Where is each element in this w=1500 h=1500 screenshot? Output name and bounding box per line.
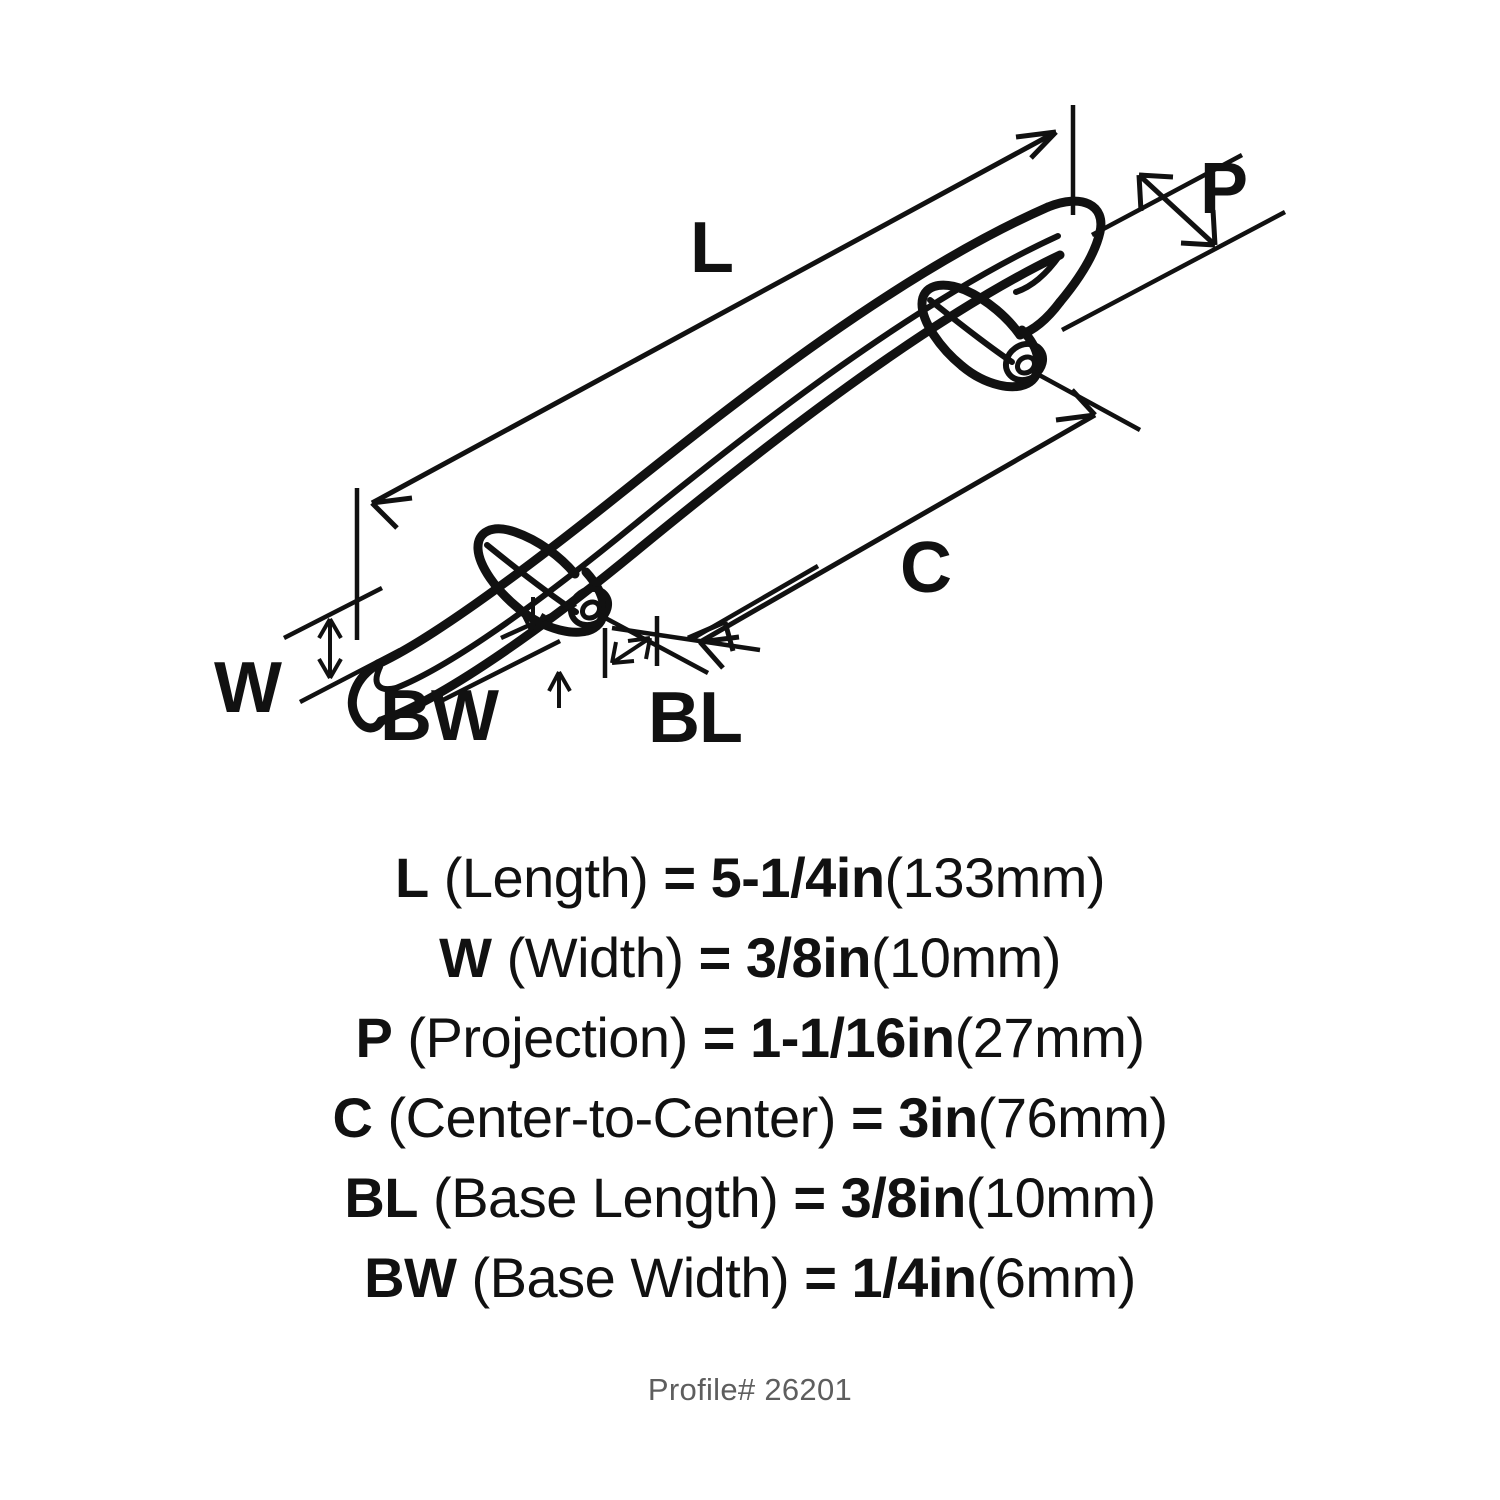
base-length-arrowhead-right: [627, 636, 652, 660]
spec-eq-width: =: [698, 926, 732, 989]
bar-top-edge: [373, 202, 1053, 669]
dimension-base-width: BW: [380, 597, 577, 756]
left-post-screw-hole: [579, 599, 603, 621]
center-extension-right: [1028, 368, 1142, 432]
length-arrowhead-left: [370, 495, 413, 530]
spec-row-base-length: BL (Base Length) = 3/8in(10mm): [0, 1158, 1500, 1238]
spec-row-width: W (Width) = 3/8in(10mm): [0, 918, 1500, 998]
projection-label: P: [1200, 149, 1247, 229]
profile-number: Profile# 26201: [647, 1372, 853, 1407]
projection-arrowhead-lower: [1180, 209, 1218, 248]
length-label: L: [690, 208, 733, 288]
spec-code-base-width: BW: [364, 1246, 457, 1309]
handle-bar: [347, 196, 1106, 733]
dimension-projection: P: [1060, 149, 1287, 332]
center-arrowhead-right: [1055, 388, 1097, 423]
specification-list: L (Length) = 5-1/4in(133mm) W (Width) = …: [0, 838, 1500, 1318]
width-label: W: [214, 648, 282, 728]
width-extension-upper: [282, 585, 384, 641]
base-width-label: BW: [380, 676, 499, 756]
spec-imperial-base-width: 1/4in: [851, 1246, 977, 1309]
base-width-leader: [441, 638, 562, 703]
base-length-arrowhead-left: [610, 641, 635, 665]
bar-left-cap: [347, 659, 386, 733]
spec-imperial-width: 3/8in: [745, 926, 872, 989]
dimension-width: W: [214, 585, 402, 728]
right-post-highlight: [927, 297, 1015, 365]
bar-left-cap-facet: [373, 664, 399, 692]
spec-imperial-base-length: 3/8in: [840, 1166, 967, 1229]
base-length-dimension-line: [610, 636, 652, 665]
spec-row-base-width: BW (Base Width) = 1/4in(6mm): [0, 1238, 1500, 1318]
spec-code-center-to-center: C: [332, 1086, 373, 1149]
spec-name-center-to-center: (Center-to-Center): [387, 1086, 836, 1149]
spec-name-projection: (Projection): [407, 1006, 688, 1069]
handle-technical-drawing: L P: [214, 105, 1287, 758]
width-arrowhead-bottom: [317, 657, 343, 680]
spec-imperial-center-to-center: 3in: [898, 1086, 978, 1149]
dimension-base-length: BL: [602, 564, 820, 758]
projection-dimension-line: [1137, 173, 1217, 247]
spec-imperial-length: 5-1/4in: [710, 846, 885, 909]
spec-row-center-to-center: C (Center-to-Center) = 3in(76mm): [0, 1078, 1500, 1158]
center-extension-left: [594, 611, 710, 675]
spec-row-projection: P (Projection) = 1-1/16in(27mm): [0, 998, 1500, 1078]
bar-right-tail-inner: [1013, 252, 1063, 295]
spec-metric-length: (133mm): [884, 846, 1106, 909]
base-length-label: BL: [648, 678, 742, 758]
spec-eq-base-width: =: [804, 1246, 837, 1309]
left-post-end-face: [567, 585, 613, 629]
dimension-length: L: [354, 105, 1076, 640]
center-dimension-line: [698, 412, 1097, 645]
base-length-leader-tail: [688, 564, 820, 642]
projection-arrowhead-upper: [1136, 172, 1174, 212]
spec-metric-base-length: (10mm): [965, 1166, 1156, 1229]
spec-row-length: L (Length) = 5-1/4in(133mm): [0, 838, 1500, 918]
right-post-outline: [917, 280, 1025, 371]
spec-eq-center-to-center: =: [850, 1086, 884, 1149]
spec-code-projection: P: [355, 1006, 393, 1069]
spec-code-base-length: BL: [344, 1166, 418, 1229]
base-width-arrowhead: [521, 613, 546, 635]
bar-bottom-edge: [376, 250, 1065, 726]
left-post-outline: [473, 524, 580, 613]
base-width-leader-arrow: [547, 670, 572, 708]
bar-right-cap: [1043, 196, 1106, 307]
length-arrowhead-right: [1015, 129, 1058, 160]
spec-name-width: (Width): [506, 926, 684, 989]
spec-eq-projection: =: [702, 1006, 736, 1069]
spec-eq-length: =: [663, 846, 696, 909]
left-post-highlight: [484, 542, 579, 615]
width-extension-lower: [298, 648, 402, 704]
spec-metric-width: (10mm): [870, 926, 1061, 989]
spec-eq-base-length: =: [793, 1166, 826, 1229]
length-dimension-line: [370, 129, 1058, 506]
center-to-center-label: C: [900, 528, 951, 608]
spec-name-length: (Length): [443, 846, 649, 909]
spec-code-width: W: [439, 926, 492, 989]
spec-name-base-width: (Base Width): [471, 1246, 790, 1309]
left-post: [473, 524, 613, 637]
spec-metric-projection: (27mm): [954, 1006, 1145, 1069]
spec-metric-center-to-center: (76mm): [977, 1086, 1168, 1149]
projection-extension-upper: [1090, 153, 1244, 237]
right-post-end-face: [1002, 340, 1048, 384]
spec-imperial-projection: 1-1/16in: [750, 1006, 955, 1069]
handle-drawing-svg: L P: [214, 105, 1287, 758]
spec-code-length: L: [394, 846, 429, 909]
spec-metric-base-width: (6mm): [976, 1246, 1137, 1309]
width-arrowhead-top: [317, 617, 343, 640]
spec-name-base-length: (Base Length): [433, 1166, 779, 1229]
dimension-center-to-center: C: [594, 368, 1142, 675]
projection-extension-lower: [1060, 210, 1287, 332]
base-length-leader: [611, 625, 761, 653]
